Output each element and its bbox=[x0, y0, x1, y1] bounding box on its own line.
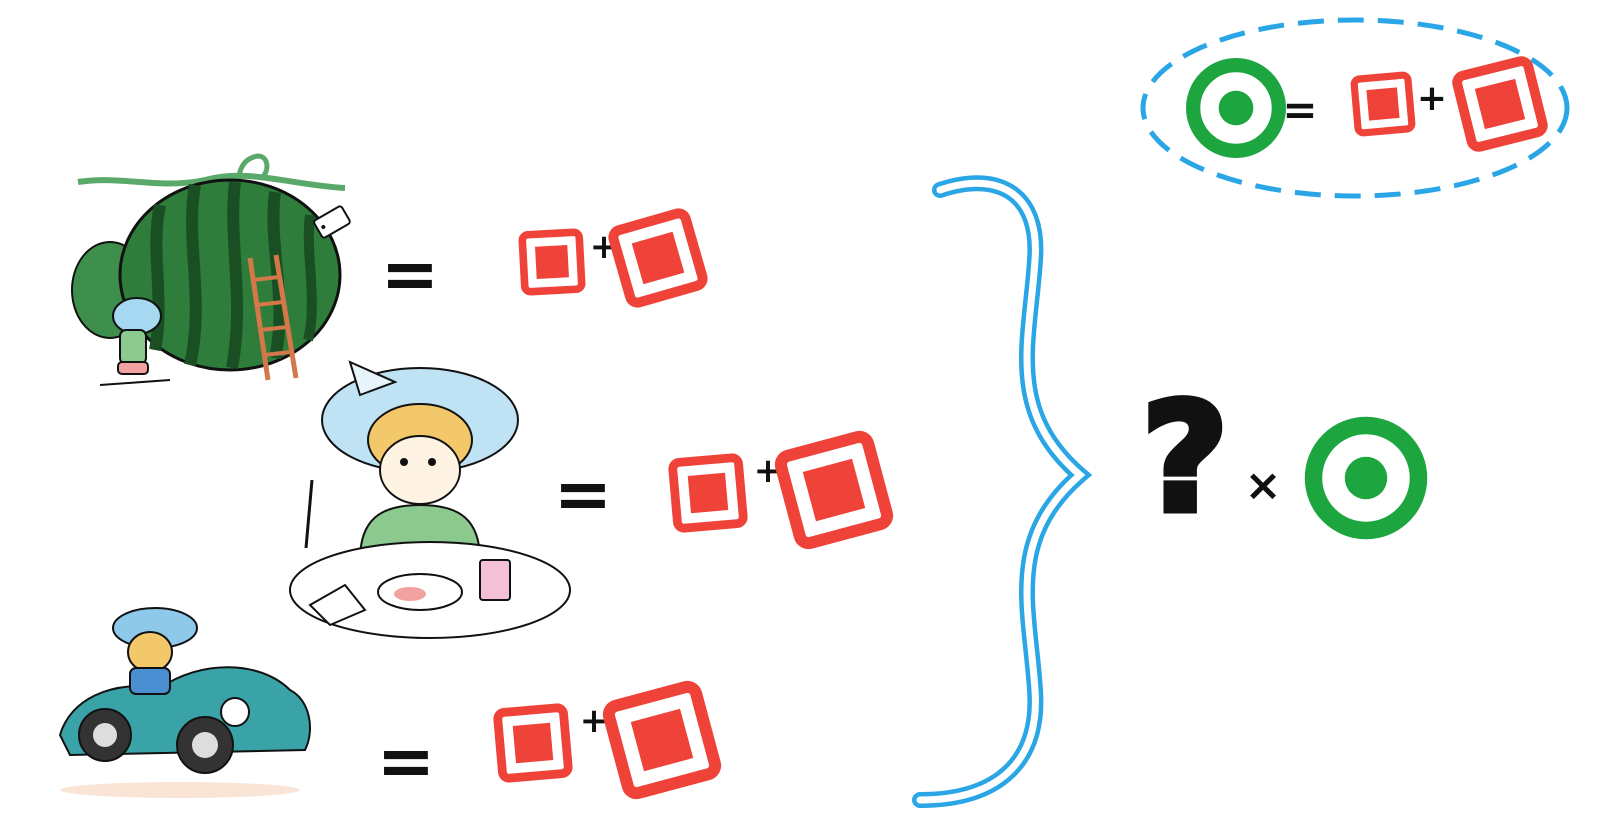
curly-brace-icon bbox=[920, 183, 1080, 800]
legend-plus: + bbox=[1417, 78, 1447, 119]
watermelon-illustration bbox=[72, 156, 351, 385]
legend-group: = + bbox=[1143, 20, 1567, 196]
row2-equals: = bbox=[554, 453, 613, 535]
row3-red-token-large bbox=[607, 685, 717, 795]
row2-red-token-large bbox=[779, 435, 889, 545]
row3-equals: = bbox=[377, 720, 436, 802]
car-illustration bbox=[60, 608, 310, 798]
legend-equals: = bbox=[1282, 85, 1317, 134]
row2-red-token-small bbox=[672, 457, 744, 529]
result-green-token bbox=[1314, 426, 1419, 531]
row3-red-token-small bbox=[497, 707, 569, 779]
row1-equals: = bbox=[381, 233, 440, 315]
row1-red-token-small bbox=[522, 232, 582, 292]
legend-green-token bbox=[1193, 65, 1279, 151]
result-question: ? bbox=[1141, 372, 1228, 546]
legend-red-token-large bbox=[1456, 60, 1545, 149]
child-eating-illustration bbox=[290, 362, 570, 638]
legend-red-token-small bbox=[1354, 75, 1413, 134]
row1-red-token-large bbox=[612, 212, 705, 305]
row3-plus: + bbox=[580, 701, 609, 741]
question-mark-icon: ? bbox=[1141, 372, 1228, 546]
result-times: × bbox=[1245, 460, 1282, 511]
